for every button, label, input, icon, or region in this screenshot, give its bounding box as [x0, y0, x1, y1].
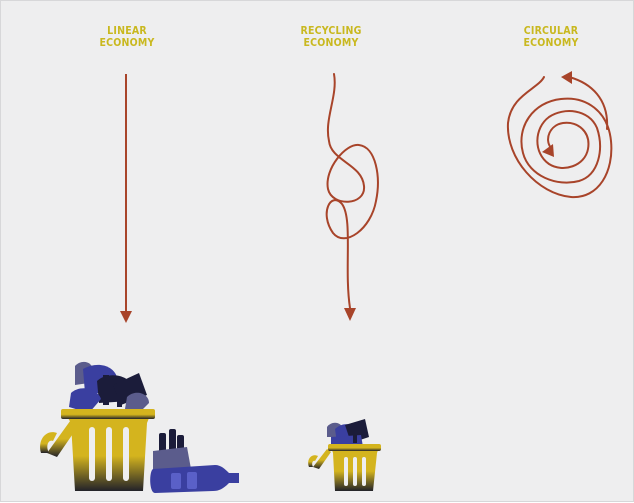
- cans-icon: [153, 429, 191, 471]
- small-trash-bin-icon: [308, 419, 381, 491]
- large-trash-bin-icon: [40, 362, 155, 491]
- linear-arrow: [120, 74, 132, 323]
- circular-arrow: [508, 71, 611, 197]
- recycling-arrow: [327, 74, 378, 321]
- plastic-bottle-icon: [150, 465, 239, 493]
